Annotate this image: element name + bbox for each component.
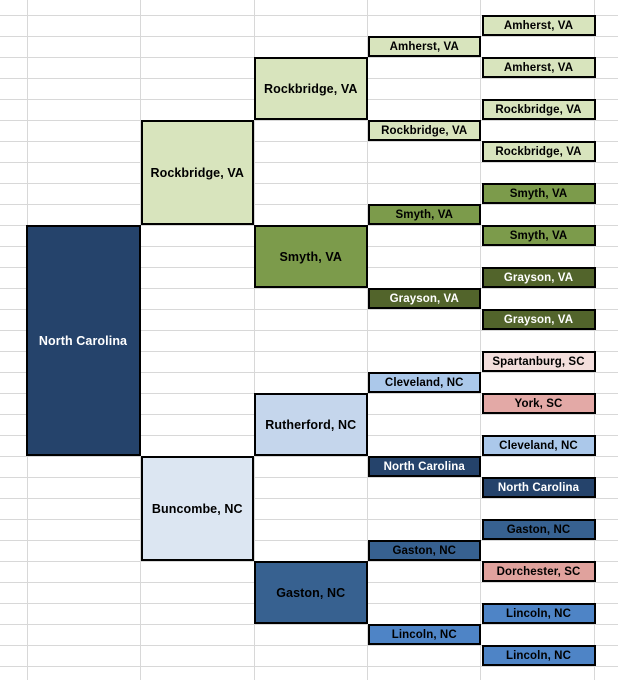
- grid-column-line: [594, 0, 595, 680]
- pedigree-box-gen4-smyth-va[interactable]: Smyth, VA: [367, 204, 481, 225]
- pedigree-box-gen2-buncombe-nc[interactable]: Buncombe, NC: [140, 456, 254, 561]
- pedigree-box-gen5-north-carolina[interactable]: North Carolina: [481, 477, 596, 498]
- pedigree-box-gen5-york-sc[interactable]: York, SC: [481, 393, 596, 414]
- pedigree-box-gen4-amherst-va[interactable]: Amherst, VA: [367, 36, 481, 57]
- pedigree-box-gen5-dorchester-sc[interactable]: Dorchester, SC: [481, 561, 596, 582]
- pedigree-box-gen4-north-carolina[interactable]: North Carolina: [367, 456, 481, 477]
- pedigree-box-gen5-grayson-va[interactable]: Grayson, VA: [481, 309, 596, 330]
- pedigree-box-gen5-rockbridge-va[interactable]: Rockbridge, VA: [481, 141, 596, 162]
- pedigree-box-gen4-grayson-va[interactable]: Grayson, VA: [367, 288, 481, 309]
- pedigree-box-gen2-rockbridge-va[interactable]: Rockbridge, VA: [140, 120, 254, 225]
- pedigree-box-gen3-rutherford-nc[interactable]: Rutherford, NC: [254, 393, 368, 456]
- pedigree-box-gen4-cleveland-nc[interactable]: Cleveland, NC: [367, 372, 481, 393]
- grid-column-line: [480, 0, 481, 680]
- pedigree-box-gen5-smyth-va[interactable]: Smyth, VA: [481, 225, 596, 246]
- pedigree-box-gen5-smyth-va[interactable]: Smyth, VA: [481, 183, 596, 204]
- pedigree-box-gen5-amherst-va[interactable]: Amherst, VA: [481, 15, 596, 36]
- pedigree-box-gen5-gaston-nc[interactable]: Gaston, NC: [481, 519, 596, 540]
- pedigree-box-gen4-gaston-nc[interactable]: Gaston, NC: [367, 540, 481, 561]
- pedigree-box-gen3-smyth-va[interactable]: Smyth, VA: [254, 225, 368, 288]
- pedigree-box-gen4-lincoln-nc[interactable]: Lincoln, NC: [367, 624, 481, 645]
- pedigree-box-gen4-rockbridge-va[interactable]: Rockbridge, VA: [367, 120, 481, 141]
- pedigree-box-gen5-lincoln-nc[interactable]: Lincoln, NC: [481, 603, 596, 624]
- pedigree-box-gen5-lincoln-nc[interactable]: Lincoln, NC: [481, 645, 596, 666]
- pedigree-box-gen5-amherst-va[interactable]: Amherst, VA: [481, 57, 596, 78]
- pedigree-box-gen3-rockbridge-va[interactable]: Rockbridge, VA: [254, 57, 368, 120]
- pedigree-box-gen3-gaston-nc[interactable]: Gaston, NC: [254, 561, 368, 624]
- grid-column-line: [254, 0, 255, 680]
- grid-column-line: [367, 0, 368, 680]
- pedigree-box-gen5-spartanburg-sc[interactable]: Spartanburg, SC: [481, 351, 596, 372]
- pedigree-box-gen5-cleveland-nc[interactable]: Cleveland, NC: [481, 435, 596, 456]
- grid-column-line: [140, 0, 141, 680]
- pedigree-box-gen5-grayson-va[interactable]: Grayson, VA: [481, 267, 596, 288]
- pedigree-box-gen5-rockbridge-va[interactable]: Rockbridge, VA: [481, 99, 596, 120]
- pedigree-box-gen1-north-carolina[interactable]: North Carolina: [25, 225, 141, 456]
